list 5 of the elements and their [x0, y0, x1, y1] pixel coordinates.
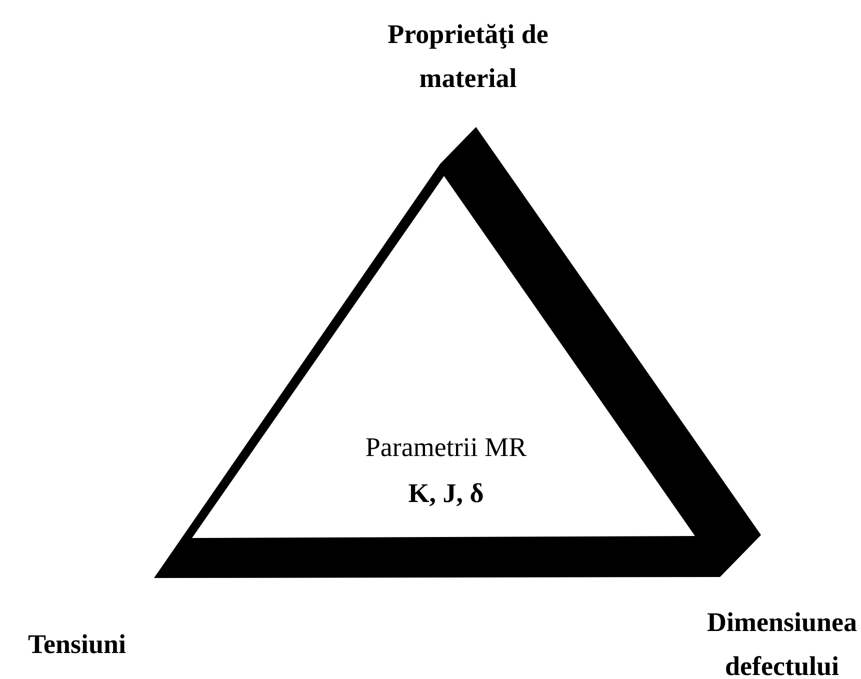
node-title: Parametrii MR [365, 431, 527, 463]
corner-label: Tensiuni [26, 628, 128, 661]
corner-label: Dimensiunea defectului [707, 606, 857, 679]
corner-label: Proprietăţi de material [386, 18, 550, 95]
parameter-list: K, J, δ [408, 477, 484, 509]
